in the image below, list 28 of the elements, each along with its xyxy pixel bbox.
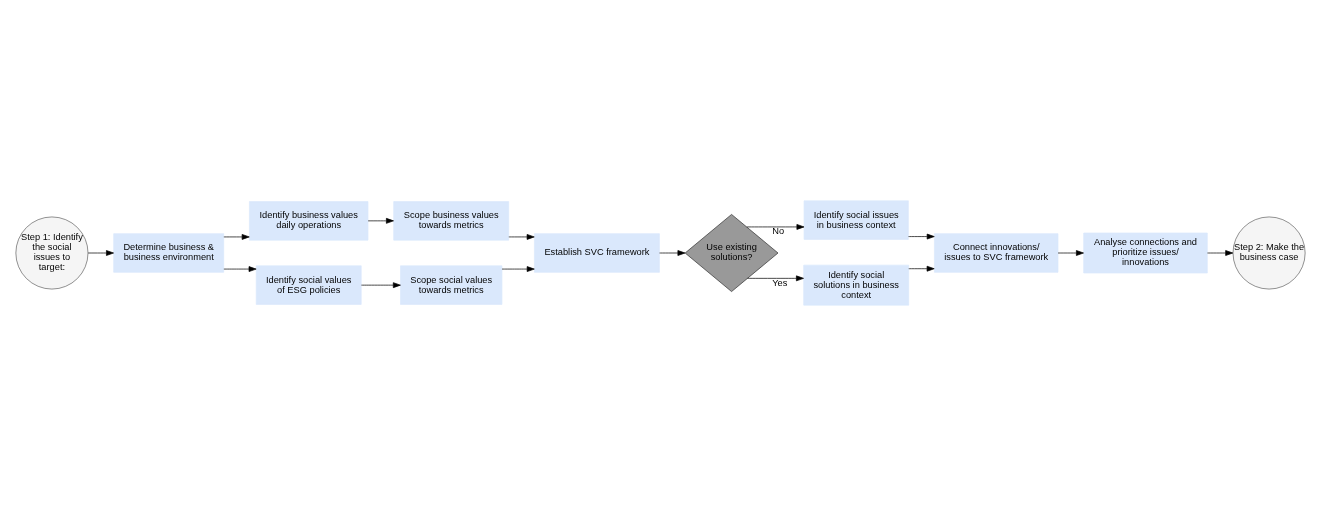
arrow (908, 233, 935, 240)
arrow (223, 234, 250, 240)
node-box: Scope business values towards metrics (393, 201, 510, 241)
edge-label: Yes (772, 277, 788, 288)
arrow (361, 282, 401, 288)
node-box: Analyse connections and prioritize issues/ innovations (1083, 232, 1208, 274)
arrow (367, 218, 394, 224)
arrow (908, 265, 935, 272)
node-box: Identify social solutions in business context (803, 264, 910, 306)
node-box: Determine business & business environment (113, 233, 225, 273)
arrow (746, 224, 805, 230)
node-box: Identify social issues in business context (803, 200, 909, 240)
node-box: Establish SVC framework (534, 233, 660, 273)
node-circle: Step 2: Make the business case (1232, 216, 1306, 290)
node-box: Identify social values of ESG policies (255, 265, 362, 305)
node-box: Identify business values daily operations (249, 201, 369, 241)
arrow (659, 250, 686, 256)
node-box: Connect innovations/ issues to SVC framework (934, 233, 1059, 273)
node-circle: Step 1: Identify the social issues to target: (15, 216, 89, 290)
node-box: Scope social values towards metrics (400, 265, 503, 305)
arrow (501, 266, 535, 272)
arrow (1207, 250, 1234, 256)
arrow (1057, 250, 1084, 256)
arrow (223, 266, 257, 272)
arrow (87, 250, 114, 256)
arrow (508, 234, 535, 240)
arrow (747, 275, 804, 282)
edge-label: No (772, 226, 785, 237)
